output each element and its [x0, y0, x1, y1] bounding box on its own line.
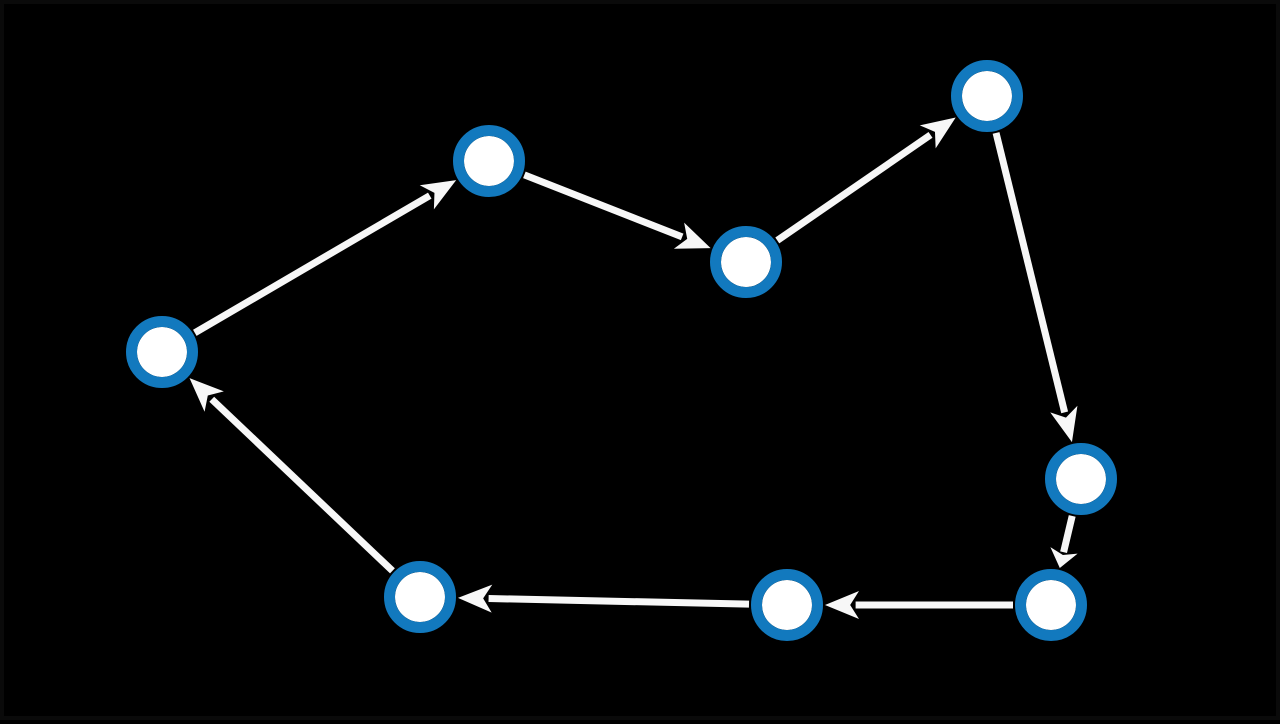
- node-ring: [951, 60, 1023, 132]
- node-fill: [1026, 580, 1076, 630]
- graph-node[interactable]: [453, 125, 525, 197]
- node-fill: [137, 327, 187, 377]
- edges-layer: [189, 117, 1078, 619]
- graph-node[interactable]: [710, 226, 782, 298]
- edge-arrowhead: [1050, 405, 1078, 443]
- graph-edge[interactable]: [457, 584, 750, 613]
- graph-edge[interactable]: [775, 117, 956, 244]
- node-fill: [1056, 454, 1106, 504]
- node-ring: [126, 316, 198, 388]
- node-ring: [384, 561, 456, 633]
- node-ring: [1015, 569, 1087, 641]
- graph-edge[interactable]: [1050, 515, 1078, 569]
- edge-arrowhead: [419, 180, 457, 210]
- node-fill: [464, 136, 514, 186]
- edge-shaft: [209, 396, 395, 574]
- node-fill: [721, 237, 771, 287]
- node-ring: [453, 125, 525, 197]
- graph-edge[interactable]: [523, 171, 711, 249]
- node-fill: [395, 572, 445, 622]
- edge-arrowhead: [457, 584, 493, 613]
- nodes-layer: [126, 60, 1117, 641]
- graph-node[interactable]: [126, 316, 198, 388]
- node-fill: [962, 71, 1012, 121]
- graph-edge[interactable]: [193, 180, 457, 336]
- edge-shaft: [193, 192, 432, 336]
- graph-node[interactable]: [751, 569, 823, 641]
- graph-edge[interactable]: [189, 378, 395, 574]
- edge-shaft: [775, 132, 933, 244]
- edge-shaft: [992, 132, 1069, 414]
- edge-arrowhead: [919, 117, 956, 149]
- graph-node[interactable]: [384, 561, 456, 633]
- edge-arrowhead: [825, 591, 859, 619]
- directed-graph-svg: [126, 60, 1117, 641]
- node-ring: [710, 226, 782, 298]
- node-fill: [762, 580, 812, 630]
- edge-shaft: [1060, 515, 1076, 553]
- graph-node[interactable]: [951, 60, 1023, 132]
- edge-arrowhead: [1050, 547, 1078, 569]
- graph-edge[interactable]: [825, 591, 1013, 619]
- edge-shaft: [488, 594, 750, 608]
- node-ring: [751, 569, 823, 641]
- graph-edge[interactable]: [992, 132, 1078, 443]
- edge-shaft: [523, 171, 684, 241]
- edge-arrowhead: [673, 222, 711, 249]
- edge-arrowhead: [189, 378, 224, 412]
- node-ring: [1045, 443, 1117, 515]
- graph-node[interactable]: [1045, 443, 1117, 515]
- graph-node[interactable]: [1015, 569, 1087, 641]
